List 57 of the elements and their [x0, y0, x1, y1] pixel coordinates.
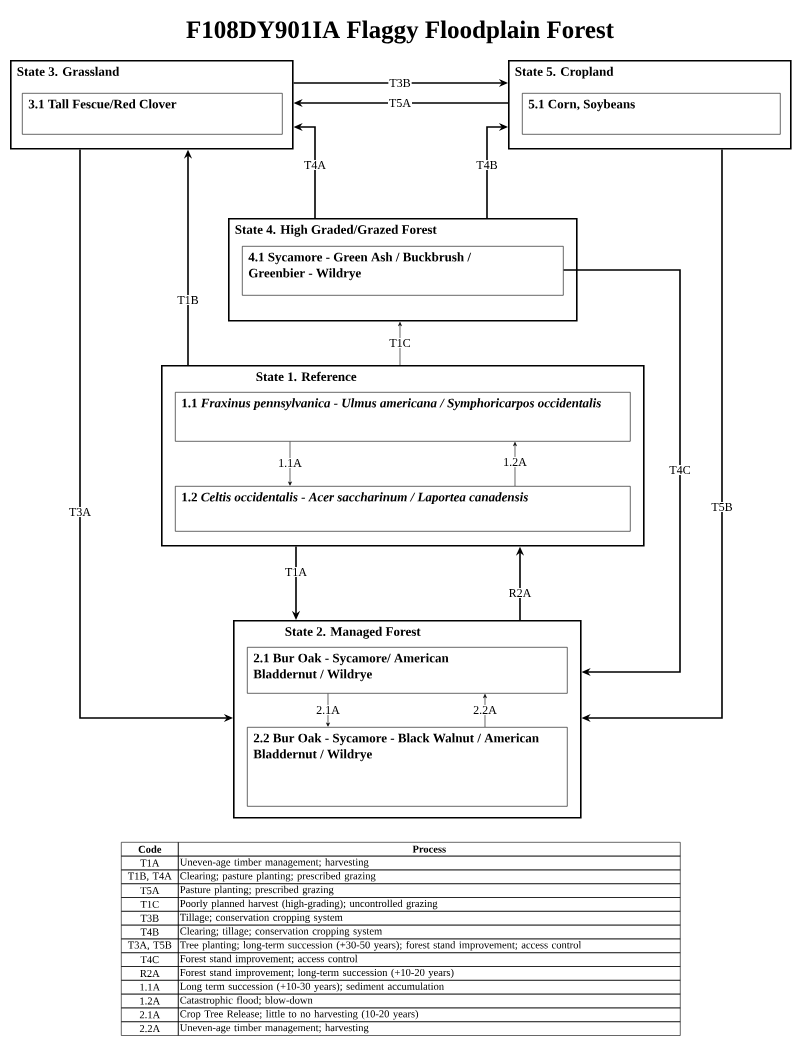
community-box: 3.1 Tall Fescue/Red Clover [22, 93, 283, 135]
table-cell: Tree planting; long-term succession (+30-50 years); forest stand improvement; access control [178, 938, 681, 953]
edge-label: T4A [303, 160, 327, 170]
edge-label: T1A [284, 567, 308, 577]
community-box: 1.1 Fraxinus pennsylvanica - Ulmus americana / Symphoricarpos occidentalis [175, 392, 631, 442]
table-cell: Forest stand improvement; access control [178, 952, 681, 967]
table-cell: Catastrophic flood; blow-down [178, 993, 681, 1009]
table-cell: Process [178, 842, 681, 857]
table-cell: Pasture planting; prescribed grazing [178, 883, 681, 898]
table-cell: T4B [121, 924, 179, 940]
table-cell: T3A, T5B [121, 938, 179, 953]
table-cell: Poorly planned harvest (high-grading); uncontrolled grazing [178, 897, 681, 912]
arrow [288, 441, 292, 486]
edge-label: T1C [388, 338, 412, 349]
table-cell: T1B, T4A [121, 869, 179, 884]
edge-label: T1B [176, 295, 200, 305]
arrow [326, 693, 330, 727]
edge-label: T4B [475, 160, 499, 170]
arrow [483, 694, 487, 728]
title: F108DY901IA Flaggy Floodplain Forest [186, 20, 614, 44]
arrow [562, 269, 681, 677]
edge-label: T4C [668, 465, 692, 476]
edge-label: T3A [68, 507, 92, 518]
table-cell: Tillage; conservation cropping system [178, 911, 681, 926]
table-cell: 2.1A [121, 1007, 179, 1022]
edge-label: 1.2A [502, 456, 528, 468]
table-cell: Long term succession (+10-30 years); sediment accumulation [178, 980, 681, 995]
edge-label: 2.2A [472, 704, 498, 716]
edge-label: T5A [388, 98, 412, 109]
table-cell: T5A [121, 883, 179, 898]
table-cell: Crop Tree Release; little to no harvesting (10-20 years) [178, 1007, 681, 1022]
table-cell: Forest stand improvement; long-term succession (+10-20 years) [178, 966, 681, 981]
arrow [513, 442, 517, 487]
edge-label: R2A [507, 588, 533, 598]
table-cell: Clearing; tillage; conservation cropping system [178, 924, 681, 940]
table-cell: 1.2A [121, 993, 179, 1009]
table-cell: T3B [121, 911, 179, 926]
community-box: 4.1 Sycamore - Green Ash / Buckbrush / Greenbier - Wildrye [242, 246, 564, 296]
table-cell: T1A [121, 855, 179, 871]
community-box: 1.2 Celtis occidentalis - Acer saccharinum / Laportea canadensis [175, 486, 631, 532]
edge-label: 1.1A [277, 457, 303, 469]
table-cell: T4C [121, 952, 179, 967]
edge-label: 2.1A [315, 704, 341, 716]
table-cell: Clearing; pasture planting; prescribed grazing [178, 869, 681, 884]
table-cell: R2A [121, 966, 179, 981]
edge-label: T3B [388, 78, 412, 89]
table-cell: Uneven-age timber management; harvesting [178, 1021, 681, 1036]
table-cell: Code [121, 842, 179, 857]
edge-label: T5B [710, 502, 734, 512]
table-cell: Uneven-age timber management; harvesting [178, 855, 681, 871]
community-box: 2.1 Bur Oak - Sycamore/ American Bladdernut / Wildrye [247, 647, 568, 694]
table-cell: 1.1A [121, 980, 179, 995]
table-cell: T1C [121, 897, 179, 912]
table-cell: 2.2A [121, 1021, 179, 1036]
community-box: 2.2 Bur Oak - Sycamore - Black Walnut / American Bladdernut / Wildrye [247, 727, 568, 807]
community-box: 5.1 Corn, Soybeans [522, 93, 781, 135]
arrow [398, 322, 402, 366]
